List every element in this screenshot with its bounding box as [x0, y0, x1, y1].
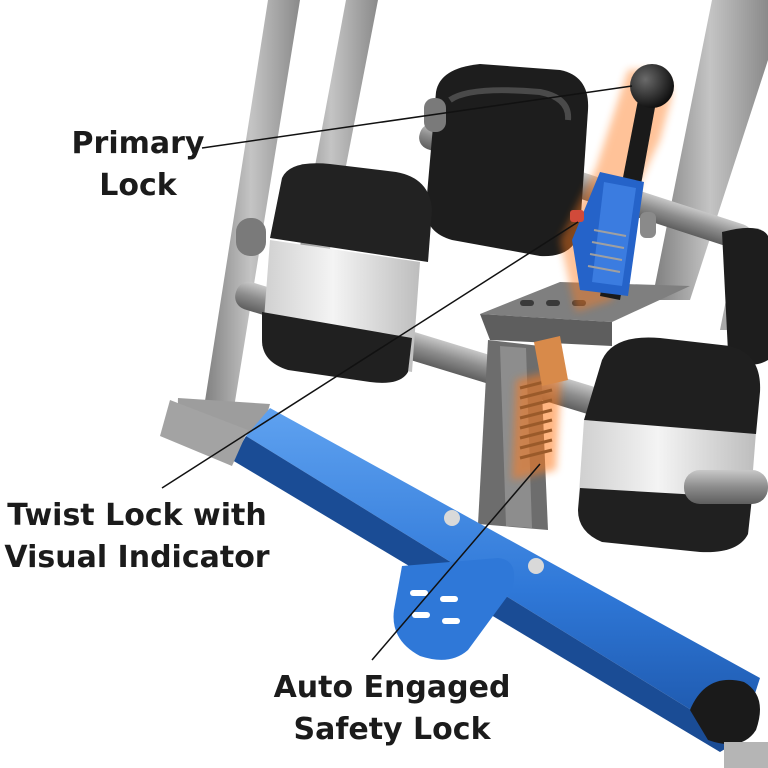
safety-lock-label-line1: Auto Engaged [273, 670, 511, 705]
roller-pad-front-right [578, 337, 768, 553]
roller-pad-front-left [236, 163, 432, 383]
roller-pad-back-left [424, 64, 589, 257]
primary-lock-assembly [560, 64, 674, 312]
roller-pad-back-right [722, 227, 768, 365]
lock-knob-icon [630, 64, 674, 108]
safety-lock-label: Auto Engaged Safety Lock [262, 667, 522, 751]
twist-lock-label-line1: Twist Lock with [7, 498, 267, 533]
safety-lock-label-line2: Safety Lock [293, 712, 491, 747]
twist-lock-housing [570, 172, 656, 296]
foot-plate [393, 510, 544, 660]
primary-lock-label-line2: Lock [99, 168, 177, 203]
twist-lock-label-line2: Visual Indicator [4, 540, 270, 575]
primary-lock-label-line1: Primary [71, 126, 205, 161]
safety-lock-spring [512, 336, 568, 480]
callout-leader-lines [161, 85, 633, 661]
twist-lock-label: Twist Lock with Visual Indicator [2, 495, 272, 579]
primary-lock-label: Primary Lock [58, 123, 218, 207]
